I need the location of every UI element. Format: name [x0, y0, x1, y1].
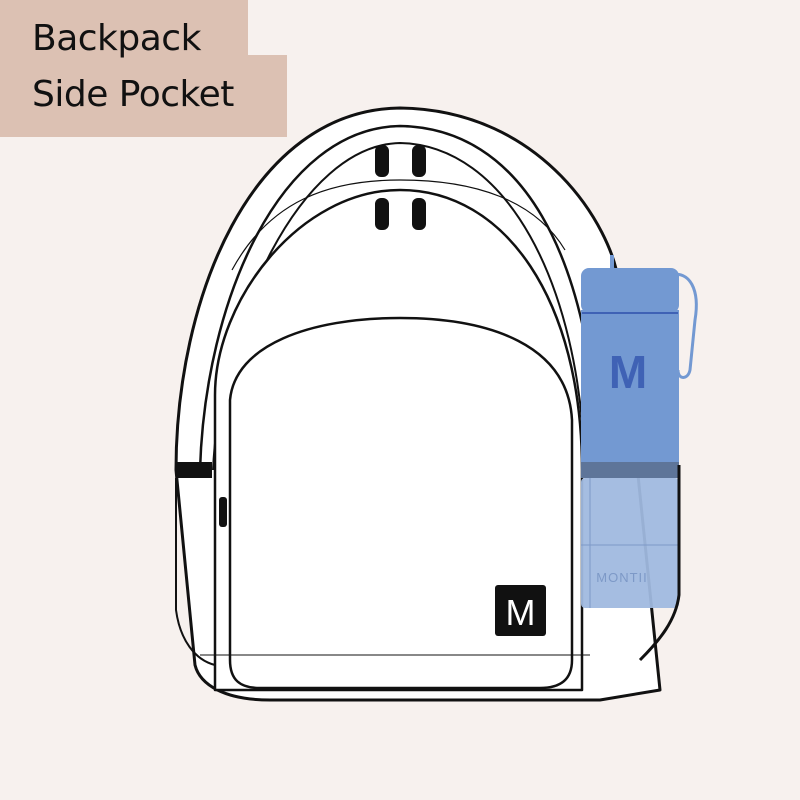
backpack-logo-badge — [495, 585, 546, 636]
title-label-background — [0, 55, 287, 137]
zipper-pull-icon[interactable] — [375, 145, 389, 177]
zipper-pulls — [219, 145, 426, 527]
bottle-strap — [669, 272, 698, 379]
side-pocket-trim — [176, 462, 212, 478]
zipper-pull-icon[interactable] — [412, 198, 426, 230]
title-line-1: Backpack — [32, 18, 201, 59]
zipper-pull-icon[interactable] — [375, 198, 389, 230]
title-line-2: Side Pocket — [32, 74, 234, 115]
bottle-band — [581, 462, 679, 478]
backpack-logo: M — [506, 592, 536, 633]
backpack-top-seam — [231, 179, 566, 271]
water-bottle: M MONTII — [581, 255, 698, 662]
bottle-lid — [581, 268, 679, 313]
backpack-main-compartment — [198, 124, 602, 471]
backpack-front-pocket-inner — [228, 316, 574, 690]
bottle-logo: M — [609, 346, 647, 398]
bottle-brand: MONTII — [596, 570, 648, 585]
bottle-lower — [581, 478, 679, 608]
zipper-pull-icon[interactable] — [412, 145, 426, 177]
bottle-body — [581, 310, 679, 465]
zipper-pull-icon[interactable] — [219, 497, 227, 527]
side-pocket-left — [175, 478, 216, 666]
title-label-background — [0, 0, 248, 56]
